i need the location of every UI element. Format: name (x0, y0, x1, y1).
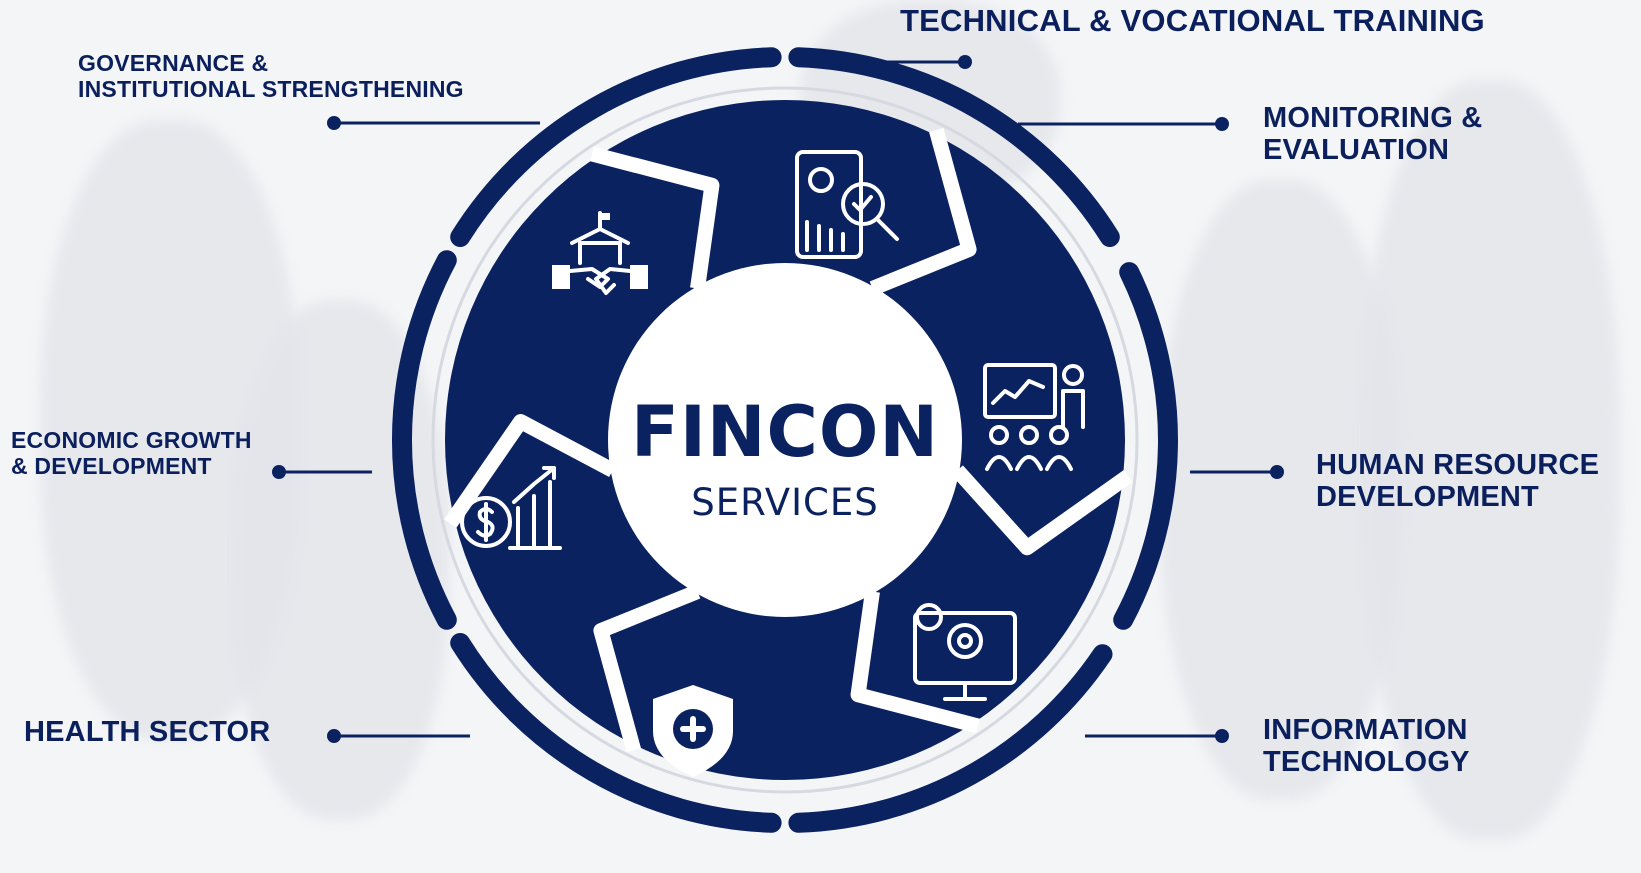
connector-governance-dot (327, 116, 341, 130)
label-human-resource-development: HUMAN RESOURCE DEVELOPMENT (1316, 449, 1600, 514)
label-monitoring-evaluation: MONITORING & EVALUATION (1263, 102, 1483, 167)
label-economic-growth-development: ECONOMIC GROWTH & DEVELOPMENT (11, 427, 252, 479)
handshake-building-icon (552, 211, 648, 295)
connector-it-dot (1215, 729, 1229, 743)
connector-monitoring-dot (1215, 117, 1229, 131)
dollar-growth-icon (460, 466, 562, 550)
gear-monitor-icon (913, 603, 1017, 701)
label-health-sector: HEALTH SECTOR (24, 716, 271, 748)
outer-rings (392, 47, 1178, 833)
label-governance-institutional-strengthening: GOVERNANCE & INSTITUTIONAL STRENGTHENING (78, 50, 464, 102)
outer-ring-arc (392, 250, 457, 630)
connector-health-dot (327, 729, 341, 743)
inner-thin-ring (431, 86, 1139, 794)
center-title: FINCON (631, 391, 939, 473)
outer-ring-arc (1113, 262, 1178, 630)
outer-ring-arc (450, 47, 782, 247)
label-connectors (272, 55, 1284, 743)
segment-separator (951, 465, 1133, 556)
shield-plus-icon (653, 685, 733, 777)
report-analysis-icon (795, 150, 899, 259)
connector-economic-dot (272, 465, 286, 479)
presentation-icon (983, 363, 1085, 471)
segment-separator (444, 414, 617, 528)
segment-separator (850, 590, 980, 734)
connector-hr-dot (1270, 465, 1284, 479)
label-technical-vocational-training: TECHNICAL & VOCATIONAL TRAINING (900, 3, 1485, 38)
segment-separator (590, 146, 720, 290)
label-information-technology: INFORMATION TECHNOLOGY (1263, 714, 1470, 779)
segment-separator (869, 127, 977, 296)
center-disc (608, 263, 962, 617)
outer-ring-arc (450, 633, 782, 833)
center-subtitle: SERVICES (691, 481, 879, 524)
segment-icons (460, 150, 1085, 777)
connector-technical-dot (958, 55, 972, 69)
outer-ring-arc (788, 644, 1113, 833)
segment-separator (593, 584, 701, 753)
